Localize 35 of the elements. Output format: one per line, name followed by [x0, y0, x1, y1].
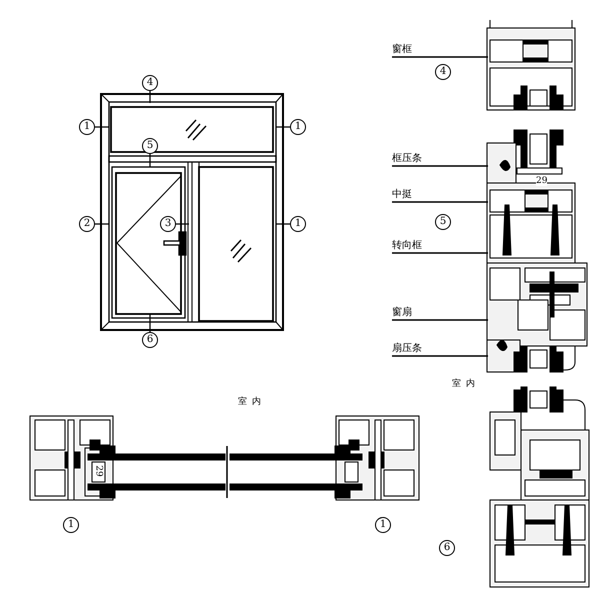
leader-line	[149, 154, 151, 167]
dimension-label: 29	[536, 176, 548, 186]
leader-line	[392, 201, 488, 203]
callout-number: 4	[142, 75, 158, 91]
callout-number: 1	[79, 119, 95, 135]
leader-line	[392, 319, 488, 321]
leader-line	[392, 252, 488, 254]
callout-number: 4	[435, 64, 451, 80]
part-label: 框压条	[392, 153, 422, 165]
part-label: 窗扇	[392, 307, 412, 319]
part-label: 中挺	[392, 189, 412, 201]
leader-line	[392, 56, 488, 58]
leader-line	[276, 223, 290, 225]
leader-line	[392, 165, 488, 167]
callout-number: 1	[63, 517, 79, 533]
callout-number: 6	[142, 332, 158, 348]
dimension-label: 29	[94, 465, 104, 477]
leader-line	[95, 126, 109, 128]
callout-number: 5	[435, 214, 451, 230]
part-label: 转向框	[392, 240, 422, 252]
leader-line	[95, 223, 109, 225]
leader-line	[149, 314, 151, 332]
leader-line	[276, 126, 290, 128]
part-label: 窗框	[392, 44, 412, 56]
callout-number: 1	[290, 216, 306, 232]
part-label: 扇压条	[392, 343, 422, 355]
callout-number: 5	[142, 138, 158, 154]
callout-number: 1	[375, 517, 391, 533]
leader-line	[149, 91, 151, 103]
leader-line	[392, 355, 488, 357]
callout-number: 3	[160, 216, 176, 232]
leader-line	[176, 223, 189, 225]
callout-number: 1	[290, 119, 306, 135]
callout-number: 2	[79, 216, 95, 232]
callout-number: 6	[439, 540, 455, 556]
